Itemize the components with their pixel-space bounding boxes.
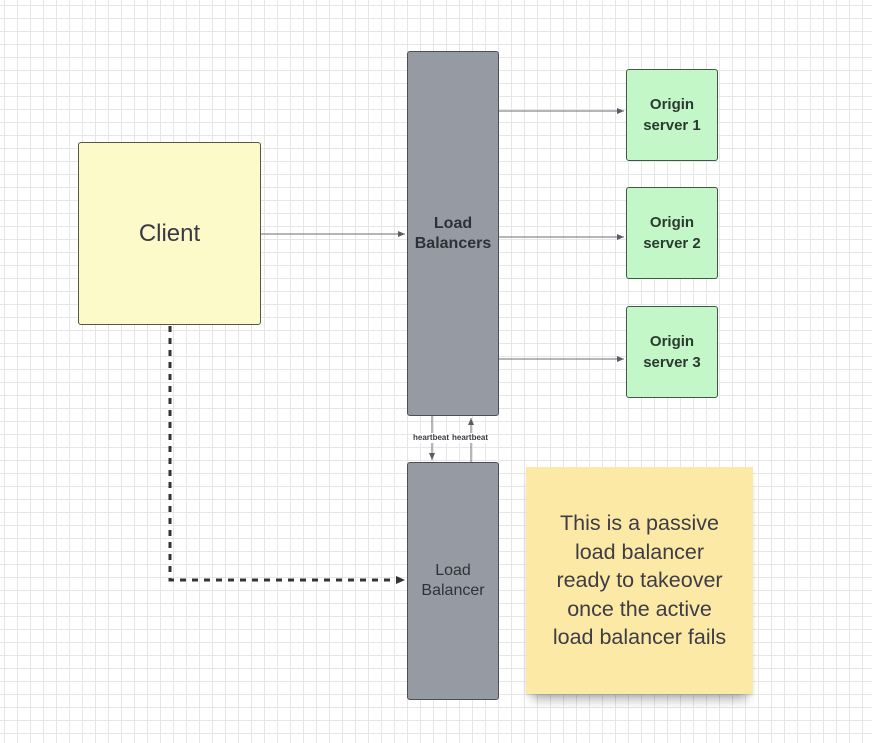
sticky-note[interactable]: This is a passive load balancer ready to… (526, 467, 753, 694)
origin-server-1-node[interactable]: Origin server 1 (626, 69, 718, 161)
edge-client-failover-dashed (168, 326, 405, 584)
heartbeat-up-label: heartbeat (452, 433, 489, 443)
client-node[interactable]: Client (78, 142, 261, 325)
origin-server-3-node[interactable]: Origin server 3 (626, 306, 718, 398)
origin-server-1-label: Origin server 1 (643, 96, 701, 134)
heartbeat-down-label: heartbeat (413, 433, 450, 443)
origin-server-2-node[interactable]: Origin server 2 (626, 187, 718, 279)
client-label: Client (138, 219, 201, 247)
origin-server-2-label: Origin server 2 (643, 214, 701, 252)
origin-server-3-label: Origin server 3 (643, 333, 701, 371)
active-load-balancers-label: Load Balancers (414, 214, 492, 252)
passive-load-balancer-node[interactable]: Load Balancer (407, 462, 499, 700)
passive-load-balancer-label: Load Balancer (421, 562, 485, 599)
sticky-note-text: This is a passive load balancer ready to… (552, 511, 727, 650)
active-load-balancers-node[interactable]: Load Balancers (407, 51, 499, 416)
